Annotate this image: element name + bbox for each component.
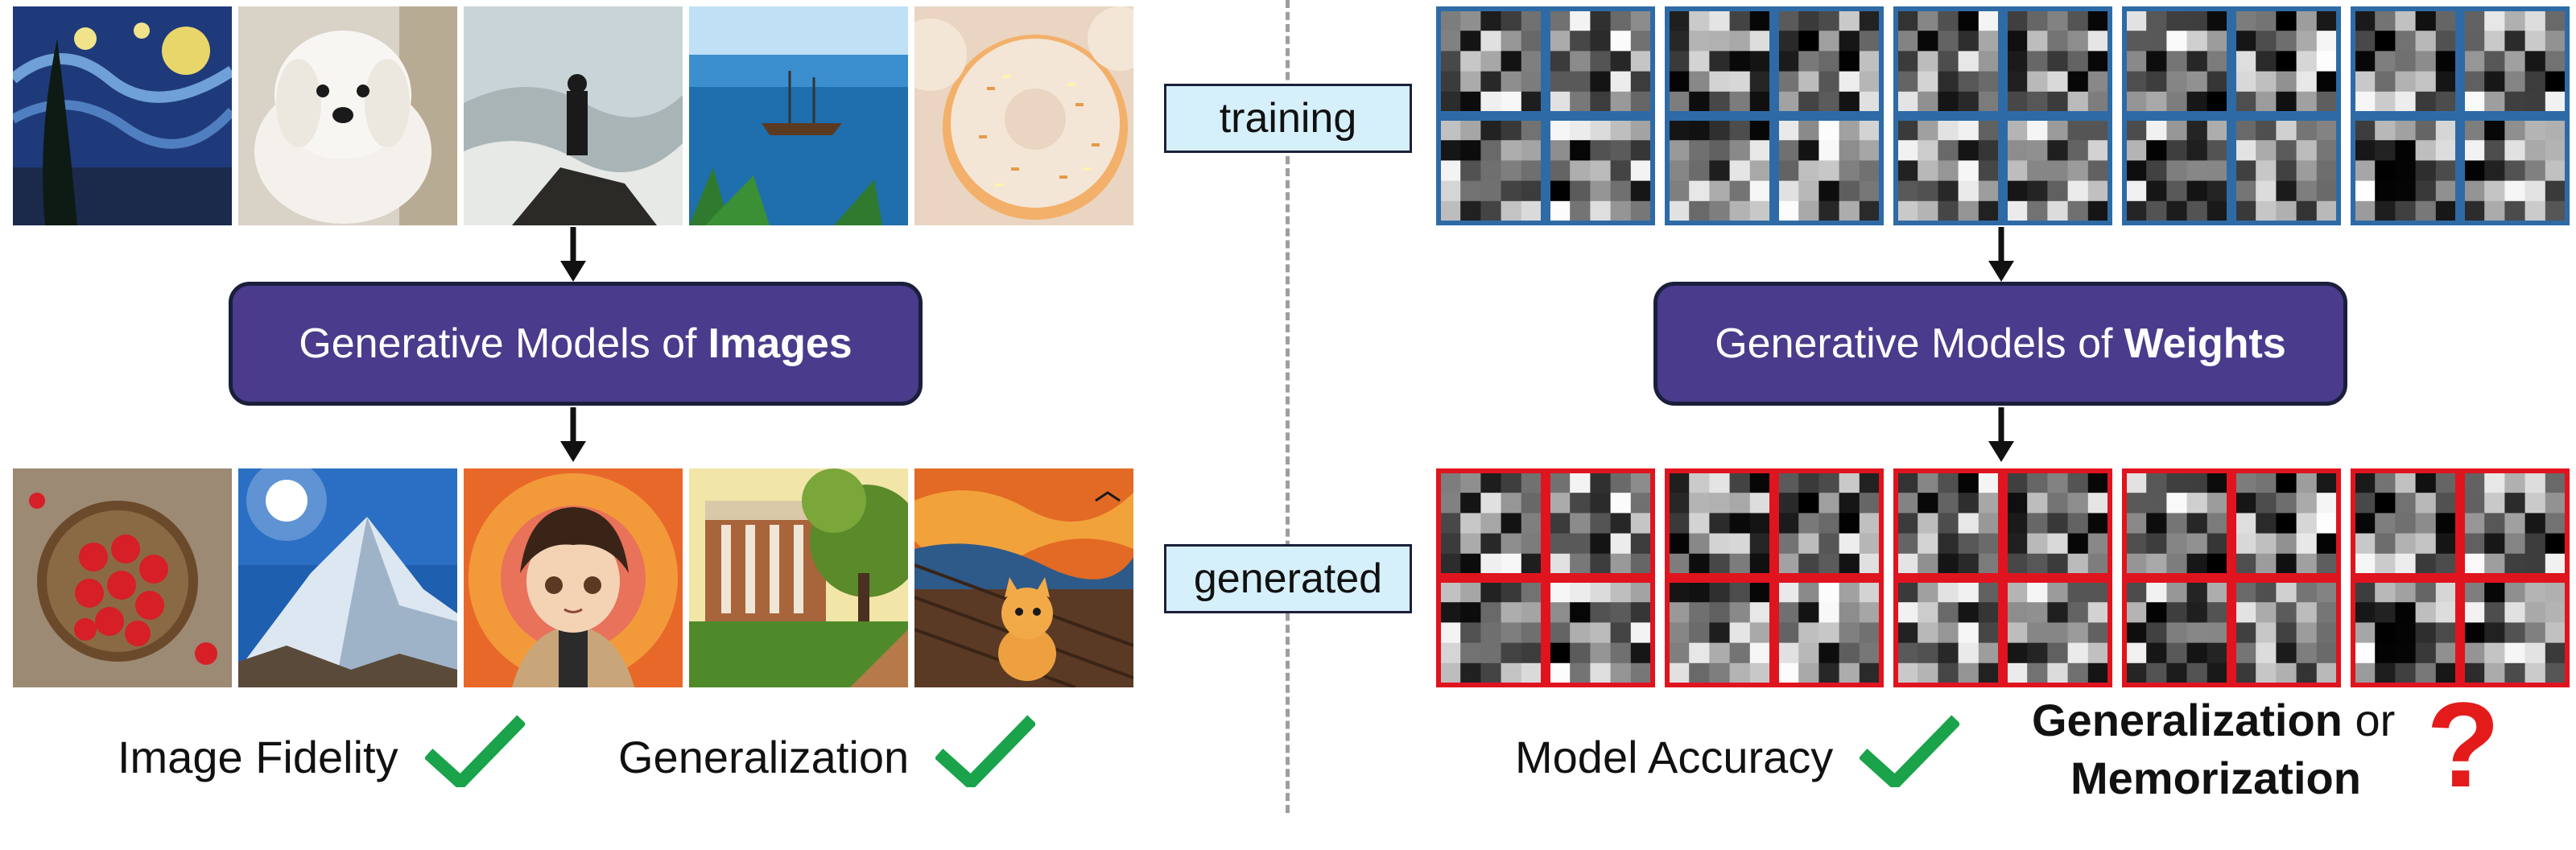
generated-weight-group [2122,468,2341,687]
check-icon [425,715,525,787]
generated-weight-kernel [1436,468,1546,578]
generated-label: generated [1164,544,1412,613]
caption-model-accuracy: Model Accuracy [1515,732,1834,782]
generated-weight-kernel [1546,468,1655,578]
generated-weight-kernel [2460,578,2570,687]
generated-weight-kernel [1893,468,2003,578]
weight-model-box: Generative Models of Weights [1653,282,2347,406]
arrow-down-icon [560,407,586,462]
generated-weight-kernel [2003,468,2112,578]
caption-generalization: Generalization [618,732,910,782]
generated-weight-kernel [1665,578,1774,687]
training-weight-kernel [2460,116,2570,225]
caption-memorization: Memorization [2070,752,2361,804]
training-image-sailboat [689,6,908,225]
training-weight-kernel [2122,116,2231,225]
training-weight-kernel [2122,6,2231,116]
training-image-dog [238,6,457,225]
generated-weight-kernel [2003,578,2112,687]
caption-generalization-or: Generalization or [2032,694,2395,746]
generated-weight-kernel [2122,468,2231,578]
training-weight-kernel [1774,116,1884,225]
arrow-down-icon [1988,407,2014,462]
training-weight-kernel [1665,6,1774,116]
weight-model-bold: Weights [2124,320,2286,367]
training-weight-kernel [2003,116,2112,225]
training-weight-kernel [1436,116,1546,225]
generated-weight-kernel [2351,468,2460,578]
generated-weight-group [1436,468,1655,687]
check-icon [935,715,1035,787]
training-weight-kernel [2460,6,2570,116]
training-weight-kernel [2003,6,2112,116]
training-weight-group [1436,6,1655,225]
caption-or: or [2355,695,2396,745]
generated-image-strawberries [13,468,232,687]
generated-weight-kernel [1774,578,1884,687]
training-weight-kernel [1436,6,1546,116]
generated-weight-group [1665,468,1884,687]
training-weight-kernel [1546,6,1655,116]
generated-image-anime-boy [464,468,683,687]
training-weight-group [1893,6,2112,225]
training-weight-kernel [1893,116,2003,225]
generated-weight-kernel [1546,578,1655,687]
caption-generalization-bold: Generalization [2032,695,2343,745]
weight-model-prefix: Generative Models of [1715,320,2113,367]
generated-weight-kernel [1665,468,1774,578]
training-weight-kernel [1774,6,1884,116]
training-weight-kernel [1893,6,2003,116]
generated-weight-kernel [2122,578,2231,687]
generated-image-campus [689,468,908,687]
training-weight-kernel [2351,6,2460,116]
caption-memorization-bold: Memorization [2070,753,2361,803]
image-model-bold: Images [708,320,852,367]
check-icon [1860,715,1959,787]
training-weight-group [2351,6,2570,225]
training-weight-group [2122,6,2341,225]
training-weight-kernel [1665,116,1774,225]
training-weight-kernel [2231,116,2341,225]
training-image-starry-night [13,6,232,225]
arrow-down-icon [1988,227,2014,282]
generated-weight-kernel [2460,468,2570,578]
training-weight-kernel [2351,116,2460,225]
generated-image-cat-scream [914,468,1133,687]
caption-image-fidelity: Image Fidelity [118,732,398,782]
training-weight-kernel [2231,6,2341,116]
generated-weight-kernel [1893,578,2003,687]
generated-weight-kernel [1436,578,1546,687]
training-label: training [1164,84,1412,153]
image-model-prefix: Generative Models of [299,320,697,367]
center-divider [1286,0,1290,813]
generated-weight-kernel [1774,468,1884,578]
training-weight-group [1665,6,1884,225]
training-image-donuts [914,6,1133,225]
generated-weight-kernel [2351,578,2460,687]
generated-weight-kernel [2231,578,2341,687]
arrow-down-icon [560,227,586,282]
image-model-box: Generative Models of Images [229,282,923,406]
training-image-wanderer [464,6,683,225]
generated-weight-group [1893,468,2112,687]
generated-image-mountain [238,468,457,687]
generated-weight-kernel [2231,468,2341,578]
question-icon: ? [2426,677,2500,812]
generated-weight-group [2351,468,2570,687]
training-weight-kernel [1546,116,1655,225]
